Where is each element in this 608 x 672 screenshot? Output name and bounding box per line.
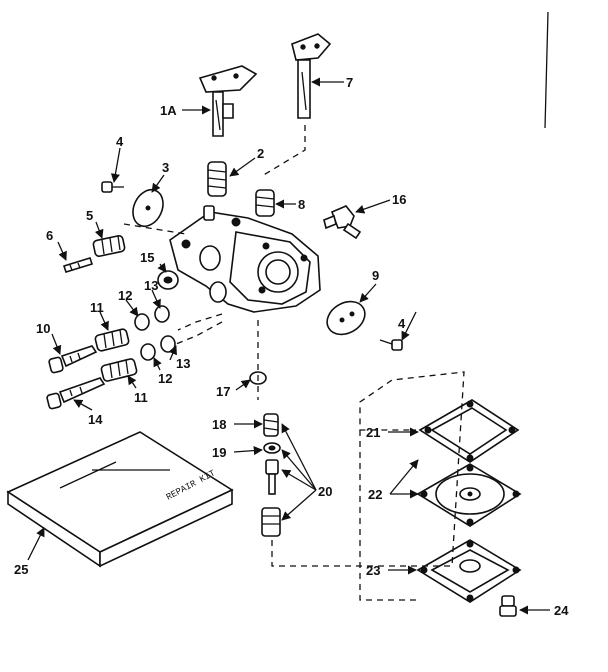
label-1a: 1A — [160, 103, 177, 118]
part-12-13-washers-top — [134, 305, 170, 331]
label-11-bottom: 11 — [134, 390, 148, 405]
label-25: 25 — [14, 562, 28, 577]
callout-labels: 1A 2 3 4 5 6 7 8 9 10 11 11 12 12 13 13 … — [14, 75, 569, 618]
carburetor-body — [169, 205, 321, 313]
label-15: 15 — [140, 250, 154, 265]
label-10: 10 — [36, 321, 50, 336]
label-6: 6 — [46, 228, 53, 243]
part-10-needle-top — [48, 345, 98, 374]
label-13-bottom: 13 — [176, 356, 190, 371]
part-4-screw-top — [101, 181, 124, 193]
part-20-needle-and-seat — [261, 459, 281, 537]
label-12-top: 12 — [118, 288, 132, 303]
part-1a-throttle-shaft — [198, 65, 258, 137]
label-4-top: 4 — [116, 134, 124, 149]
part-7-choke-shaft — [291, 33, 332, 119]
part-16-fuel-fitting — [323, 205, 362, 240]
part-15-plug — [157, 270, 179, 290]
label-16: 16 — [392, 192, 406, 207]
label-8: 8 — [298, 197, 305, 212]
part-11-spring-bottom — [100, 358, 138, 382]
label-23: 23 — [366, 563, 380, 578]
part-25-repair-kit: REPAIR KIT — [6, 431, 234, 568]
part-11-spring-top — [94, 328, 130, 352]
label-24: 24 — [554, 603, 569, 618]
label-17: 17 — [216, 384, 230, 399]
part-12-13-washers-bottom — [140, 335, 176, 361]
part-14-needle-bottom — [46, 377, 106, 410]
part-24-screw — [499, 595, 517, 617]
label-5: 5 — [86, 208, 93, 223]
part-6-idle-screw — [62, 257, 94, 273]
label-7: 7 — [346, 75, 353, 90]
label-9: 9 — [372, 268, 379, 283]
label-14: 14 — [88, 412, 103, 427]
label-21: 21 — [366, 425, 380, 440]
label-22: 22 — [368, 487, 382, 502]
part-22-diaphragm — [416, 463, 522, 527]
part-19-washer — [263, 442, 281, 454]
label-19: 19 — [212, 445, 226, 460]
label-20: 20 — [318, 484, 332, 499]
part-4-screw-right — [379, 339, 403, 351]
label-11-top: 11 — [90, 300, 104, 315]
part-2-spring — [207, 161, 227, 197]
label-12-bottom: 12 — [158, 371, 172, 386]
assembly-dashed-lines — [123, 125, 465, 601]
label-3: 3 — [162, 160, 169, 175]
margin-line — [544, 11, 549, 129]
label-18: 18 — [212, 417, 226, 432]
part-21-gasket — [418, 399, 520, 463]
part-8-spring — [255, 189, 275, 217]
leader-lines — [27, 77, 550, 615]
label-2: 2 — [257, 146, 264, 161]
part-18-spring — [263, 413, 279, 437]
part-3-throttle-plate — [132, 188, 164, 228]
part-23-cover — [416, 539, 522, 603]
label-4-right: 4 — [398, 316, 406, 331]
part-5-spring — [92, 235, 126, 257]
label-13-top: 13 — [144, 278, 158, 293]
part-9-choke-plate — [326, 300, 366, 336]
